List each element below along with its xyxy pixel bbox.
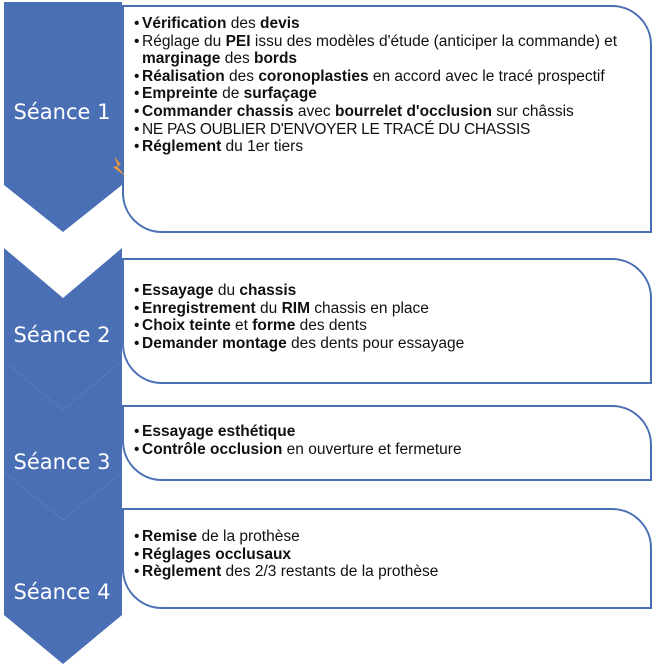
chevron-seance-4 [4,472,122,664]
bold-text: Choix teinte [142,317,231,335]
text: de la prothèse [197,528,300,545]
bold-text: coronoplasties [258,67,369,85]
bold-text: chassis [239,282,297,299]
bold-text: surfaçage [243,85,317,103]
list-item: •Contrôle occlusion en ouverture et ferm… [134,441,640,459]
bullet: • [134,334,140,352]
bullet: • [134,120,140,138]
text: en ouverture et fermeture [282,440,462,458]
text: des dents [295,317,367,335]
bullet: • [134,545,140,563]
bullet: • [134,563,140,581]
list-item: •Remise de la prothèse [134,528,640,546]
text: chassis en place [309,299,429,317]
text: NE PAS OUBLIER D'ENVOYER LE TRACÉ DU CHA… [142,120,530,138]
text: et [230,317,253,335]
bold-text: Essayage esthétique [142,423,296,440]
bullet: • [134,528,140,545]
list-item: •Essayage esthétique [134,423,640,441]
seance-2-list: •Essayage du chassis•Enregistrement du R… [134,282,640,352]
list-item: •Essayage du chassis [134,282,640,300]
list-item: •Demander montage des dents pour essayag… [134,335,640,353]
bold-text: Empreinte [142,85,218,103]
bullet: • [134,138,140,156]
text: des 2/3 restants de la prothèse [221,563,439,581]
bold-text: bourrelet d'occlusion [334,102,492,120]
list-item: •Vérification des devis [134,15,640,33]
list-item: •Commander chassis avec bourrelet d'occl… [134,103,640,121]
seance-2-box: •Essayage du chassis•Enregistrement du R… [122,258,652,384]
bold-text: Enregistrement [142,299,256,317]
bold-text: Commander chassis [142,102,294,120]
text: des dents pour essayage [286,334,465,352]
text: du [213,282,240,299]
seance-3-box: •Essayage esthétique•Contrôle occlusion … [122,405,652,481]
seance-4-label: Séance 4 [13,580,111,604]
bold-text: marginage [142,50,221,68]
text: du [255,299,282,317]
seance-4-box: •Remise de la prothèse•Réglages occlusau… [122,508,652,609]
list-item: •Empreinte de surfaçage [134,85,640,103]
list-item: •NE PAS OUBLIER D'ENVOYER LE TRACÉ DU CH… [134,121,640,139]
bold-text: devis [260,15,300,32]
seance-2-label: Séance 2 [13,323,111,347]
seance-1-label: Séance 1 [13,100,111,124]
bold-text: Contrôle occlusion [142,440,283,458]
seance-4-list: •Remise de la prothèse•Réglages occlusau… [134,528,640,581]
seance-3-label: Séance 3 [13,450,111,474]
chevron-seance-1 [4,2,122,232]
chevron-seance-3 [4,361,122,520]
bold-text: Essayage [142,282,214,299]
bullet: • [134,85,140,103]
bullet: • [134,67,140,85]
list-item: •Réglages occlusaux [134,546,640,564]
text: du 1er tiers [221,138,304,156]
list-item: •Enregistrement du RIM chassis en place [134,300,640,318]
list-item: •Réglement du 1er tiers [134,138,640,156]
bold-text: bords [254,50,298,68]
seance-1-box: •Vérification des devis•Réglage du PEI i… [122,5,652,233]
seance-3-list: •Essayage esthétique•Contrôle occlusion … [134,423,640,458]
bold-text: Réglages occlusaux [142,545,292,563]
bullet: • [134,282,140,299]
bold-text: Demander montage [142,334,287,352]
bold-text: PEI [225,32,251,50]
text: issu des modèles d'étude (anticiper la c… [250,32,618,50]
list-item: •Règlement des 2/3 restants de la prothè… [134,563,640,581]
bold-text: Réglement [142,138,222,156]
seance-1-list: •Vérification des devis•Réglage du PEI i… [134,15,640,156]
text: sur châssis [491,102,574,120]
bold-text: forme [252,317,296,335]
bullet: • [134,299,140,317]
bullet: • [134,32,140,50]
lightning-bolt [113,156,125,176]
bullet: • [134,102,140,120]
bullet: • [134,15,140,32]
bullet: • [134,423,140,440]
text: des [220,50,254,68]
bullet: • [134,440,140,458]
text: avec [293,102,335,120]
list-item: •Réalisation des coronoplasties en accor… [134,68,640,86]
text: en accord avec le tracé prospectif [368,67,605,85]
text: Réglage du [142,32,226,50]
bold-text: Règlement [142,563,222,581]
bold-text: Vérification [142,15,227,32]
bold-text: Réalisation [142,67,225,85]
list-item: •Choix teinte et forme des dents [134,317,640,335]
lightning-icon [113,156,125,176]
text: des [226,15,261,32]
text: des [224,67,259,85]
list-item: •Réglage du PEI issu des modèles d'étude… [134,33,640,68]
bold-text: RIM [281,299,310,317]
text: de [217,85,244,103]
bullet: • [134,317,140,335]
chevron-seance-2 [4,248,122,410]
bold-text: Remise [142,528,198,545]
